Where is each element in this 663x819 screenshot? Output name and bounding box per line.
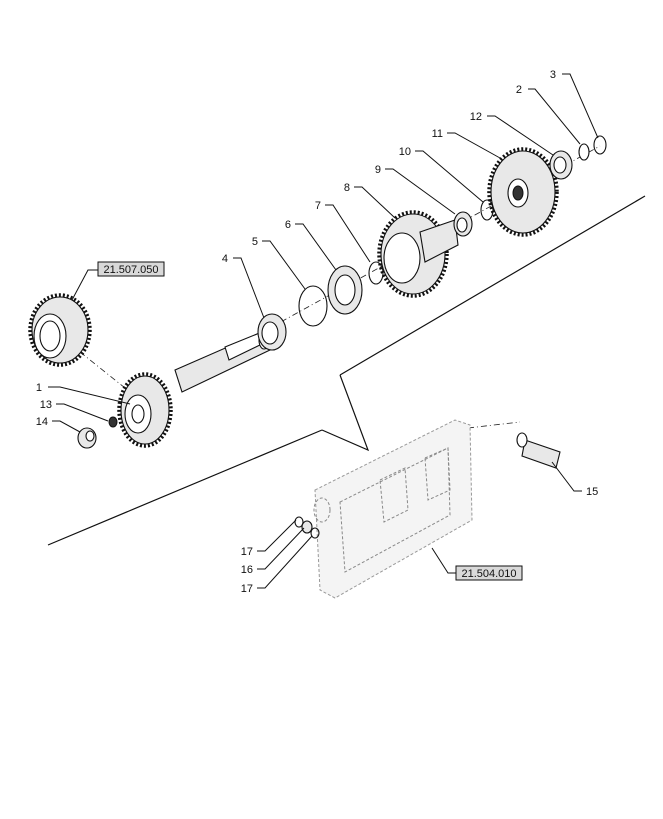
part-17-o-ring-lower: [310, 527, 320, 539]
callout-12: 12: [470, 111, 482, 123]
part-5-snap-ring: [298, 285, 328, 327]
ref-gear-leader: [71, 269, 98, 301]
part-10-snap-ring: [480, 199, 494, 221]
part-1-shaft-gear: [117, 330, 271, 448]
part-9-bushing: [453, 211, 473, 237]
callout-17-lower: 17: [241, 583, 253, 595]
part-7-ring: [368, 261, 384, 285]
part-14-nut: [77, 427, 97, 449]
callout-10: 10: [399, 146, 411, 158]
part-4-bearing: [257, 313, 287, 351]
callout-4: 4: [222, 253, 228, 265]
part-12-bearing: [549, 150, 573, 180]
callout-14: 14: [36, 416, 48, 428]
part-2-washer: [578, 143, 590, 161]
part-11-gear: [487, 147, 559, 237]
callout-16: 16: [241, 564, 253, 576]
callout-1: 1: [36, 382, 42, 394]
reference-gear: [28, 293, 92, 367]
callout-13: 13: [40, 399, 52, 411]
part-8-gear: [377, 210, 459, 298]
ref-box-gear: 21.507.050: [97, 261, 165, 277]
callout-labels: 1 2 3 4 5 6 7 8 9 10 11 12 13 14 15 17 1…: [36, 69, 599, 595]
callout-11: 11: [432, 128, 443, 140]
part-16-spring: [301, 520, 313, 534]
callout-15: 15: [586, 486, 598, 498]
ref-housing-text: 21.504.010: [461, 568, 516, 580]
callout-3: 3: [550, 69, 556, 81]
section-pointer: [321, 374, 370, 452]
callout-8: 8: [344, 182, 350, 194]
callout-17-upper: 17: [241, 546, 253, 558]
ref-box-housing: 21.504.010: [455, 565, 523, 581]
housing-cover: [313, 419, 473, 599]
callout-2: 2: [516, 84, 522, 96]
part-17-o-ring-upper: [294, 516, 304, 528]
leader-lines: [48, 73, 599, 589]
part-13-small-ring: [108, 416, 118, 428]
ref-gear-text: 21.507.050: [103, 264, 158, 276]
housing-axis: [467, 421, 521, 429]
part-3-circlip: [593, 135, 607, 155]
callout-9: 9: [375, 164, 381, 176]
section-divider-line: [47, 195, 646, 546]
callout-5: 5: [252, 236, 258, 248]
part-15-plug: [516, 432, 561, 469]
part-6-bearing: [327, 265, 363, 315]
callout-7: 7: [315, 200, 321, 212]
callout-6: 6: [285, 219, 291, 231]
